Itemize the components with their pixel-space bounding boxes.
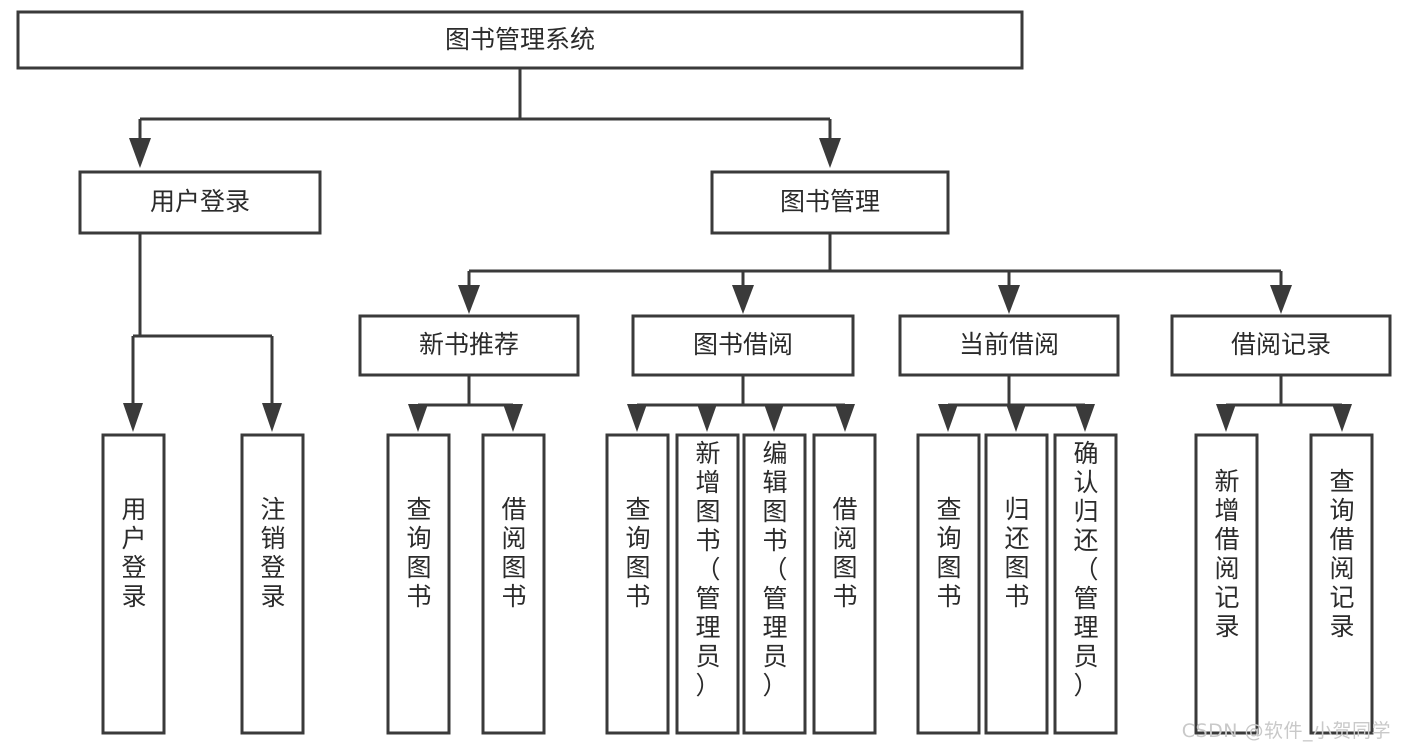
node-leaf3-label: 查询图书 — [406, 495, 431, 611]
arrow-head-records — [1270, 285, 1292, 314]
node-current[interactable]: 当前借阅 — [898, 314, 1120, 377]
node-leaf6-label: 新增图书（管理员） — [695, 439, 720, 700]
arrow-head-leaf3 — [408, 404, 428, 432]
node-leaf3[interactable]: 查询图书 — [386, 433, 451, 735]
arrow-head-leaf5 — [627, 404, 647, 432]
arrow-head-login — [129, 138, 151, 168]
arrow-head-leaf10 — [1006, 404, 1026, 432]
node-leaf13-label: 查询借阅记录 — [1329, 467, 1354, 641]
connector-group-current — [938, 375, 1095, 432]
node-leaf7-box[interactable] — [742, 433, 807, 735]
node-bookmgmt-label: 图书管理 — [780, 187, 880, 216]
node-bookmgmt-box[interactable] — [710, 170, 950, 235]
arrow-head-leaf9 — [938, 404, 958, 432]
node-newbook-label: 新书推荐 — [419, 330, 519, 359]
node-leaf2-box[interactable] — [240, 433, 305, 735]
arrow-head-leaf7 — [764, 404, 784, 432]
arrow-head-current — [998, 285, 1020, 314]
node-leaf12-label: 新增借阅记录 — [1214, 467, 1239, 641]
node-newbook-box[interactable] — [358, 314, 580, 377]
node-root-label: 图书管理系统 — [445, 25, 595, 54]
node-leaf10[interactable]: 归还图书 — [984, 433, 1049, 735]
node-leaf5-label: 查询图书 — [625, 495, 650, 611]
connector-group-records — [1216, 375, 1352, 432]
node-leaf1[interactable]: 用户登录 — [101, 433, 166, 735]
arrow-head-leaf13 — [1332, 404, 1352, 432]
node-borrow[interactable]: 图书借阅 — [631, 314, 855, 377]
node-leaf5[interactable]: 查询图书 — [605, 433, 670, 735]
node-leaf9-box[interactable] — [916, 433, 981, 735]
node-leaf1-box[interactable] — [101, 433, 166, 735]
node-leaf6[interactable]: 新增图书（管理员） — [675, 433, 740, 735]
arrow-head-leaf12 — [1216, 404, 1236, 432]
node-leaf11-box[interactable] — [1053, 433, 1118, 735]
node-root-box[interactable] — [16, 10, 1024, 70]
node-leaf3-box[interactable] — [386, 433, 451, 735]
node-leaf4-label: 借阅图书 — [501, 495, 526, 611]
connector-group-bookmgmt — [458, 233, 1292, 314]
arrow-head-leaf8 — [835, 404, 855, 432]
node-leaf8-box[interactable] — [812, 433, 877, 735]
node-leaf7[interactable]: 编辑图书（管理员） — [742, 433, 807, 735]
arrow-head-newbook — [458, 285, 480, 314]
node-leaf12[interactable]: 新增借阅记录 — [1194, 433, 1259, 735]
node-current-box[interactable] — [898, 314, 1120, 377]
node-root[interactable]: 图书管理系统 — [16, 10, 1024, 70]
node-records[interactable]: 借阅记录 — [1170, 314, 1392, 377]
node-leaf6-box[interactable] — [675, 433, 740, 735]
arrow-head-leaf1 — [123, 403, 143, 432]
node-leaf8[interactable]: 借阅图书 — [812, 433, 877, 735]
connector-group-borrow — [627, 375, 855, 432]
arrow-head-leaf4 — [503, 404, 523, 432]
connector-group-root — [129, 68, 841, 168]
node-bookmgmt[interactable]: 图书管理 — [710, 170, 950, 235]
arrow-head-bookmgmt — [819, 138, 841, 168]
node-records-box[interactable] — [1170, 314, 1392, 377]
node-leaf11-label: 确认归还（管理员） — [1073, 439, 1098, 700]
node-borrow-label: 图书借阅 — [693, 330, 793, 359]
node-login[interactable]: 用户登录 — [78, 170, 322, 235]
node-records-label: 借阅记录 — [1231, 330, 1331, 359]
node-leaf9[interactable]: 查询图书 — [916, 433, 981, 735]
node-leaf2[interactable]: 注销登录 — [240, 433, 305, 735]
node-leaf9-label: 查询图书 — [936, 495, 961, 611]
connector-group-newbook — [408, 375, 523, 432]
node-leaf10-label: 归还图书 — [1004, 495, 1029, 611]
node-leaf11[interactable]: 确认归还（管理员） — [1053, 433, 1118, 735]
node-leaf4-box[interactable] — [481, 433, 546, 735]
node-leaf4[interactable]: 借阅图书 — [481, 433, 546, 735]
arrow-head-borrow — [732, 285, 754, 314]
node-leaf2-label: 注销登录 — [260, 495, 285, 611]
arrow-head-leaf11 — [1075, 404, 1095, 432]
node-leaf12-box[interactable] — [1194, 433, 1259, 735]
node-newbook[interactable]: 新书推荐 — [358, 314, 580, 377]
connector-group-login — [123, 233, 282, 432]
node-borrow-box[interactable] — [631, 314, 855, 377]
node-leaf5-box[interactable] — [605, 433, 670, 735]
node-leaf13[interactable]: 查询借阅记录 — [1309, 433, 1374, 735]
node-current-label: 当前借阅 — [959, 330, 1059, 359]
node-login-box[interactable] — [78, 170, 322, 235]
node-login-label: 用户登录 — [150, 187, 250, 216]
arrow-head-leaf2 — [262, 403, 282, 432]
node-leaf1-label: 用户登录 — [121, 495, 146, 611]
arrow-head-leaf6 — [697, 404, 717, 432]
node-leaf13-box[interactable] — [1309, 433, 1374, 735]
node-leaf10-box[interactable] — [984, 433, 1049, 735]
node-leaf7-label: 编辑图书（管理员） — [762, 439, 787, 700]
node-leaf8-label: 借阅图书 — [832, 495, 857, 611]
